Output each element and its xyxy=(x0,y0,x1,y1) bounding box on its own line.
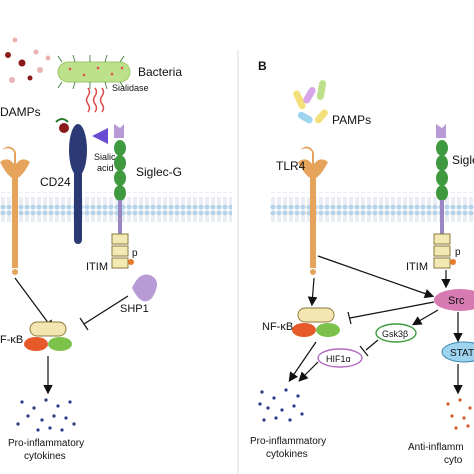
arrow-hif1a-to-cytokines xyxy=(298,361,319,382)
siglec-label-b: Sigle xyxy=(452,153,474,167)
sialic-acid-icon xyxy=(92,128,108,144)
panel-b: B PAMPs TLR4 Si xyxy=(250,59,474,466)
sialidase-waves xyxy=(85,87,105,113)
gsk3b-protein xyxy=(375,323,417,343)
phospho-label-a: p xyxy=(132,248,138,259)
pro-inflammatory-cytokines-b xyxy=(258,388,304,422)
receptor-a xyxy=(0,146,30,275)
pro-inflammatory-cytokines-a xyxy=(16,398,76,432)
nfkb-complex-a xyxy=(24,321,72,351)
cd24-label: CD24 xyxy=(40,175,71,189)
nfkb-label-b: NF-κB xyxy=(262,321,293,333)
tlr4-label: TLR4 xyxy=(276,159,306,173)
arrow-tlr4-to-nfkb-b xyxy=(307,277,318,307)
damps-particles xyxy=(5,37,51,83)
pro-inflammatory-label-b-2: cytokines xyxy=(266,449,308,460)
pro-inflammatory-label-a-1: Pro-inflammatory xyxy=(8,438,84,449)
bacteria xyxy=(57,61,131,83)
siglec-g-label: Siglec-G xyxy=(136,165,182,179)
anti-inflammatory-label-2: cyto xyxy=(444,455,463,466)
pamps-particles xyxy=(293,80,328,124)
pamps-label: PAMPs xyxy=(332,113,371,127)
itim-label-b: ITIM xyxy=(406,261,428,273)
nfkb-complex-b xyxy=(292,307,340,337)
damps-label: DAMPs xyxy=(0,105,41,119)
bacteria-label: Bacteria xyxy=(138,65,182,79)
siglec-receptor-b xyxy=(433,124,456,269)
src-kinase xyxy=(434,289,474,311)
sialidase-label: Sialidase xyxy=(112,83,149,93)
pro-inflammatory-label-a-2: cytokines xyxy=(24,451,66,462)
tlr4-receptor xyxy=(298,146,328,275)
inhibit-src-nfkb xyxy=(347,301,435,325)
itim-label-a: ITIM xyxy=(86,261,108,273)
inhibit-gsk3b-hif1a xyxy=(359,339,379,357)
nfkb-label-a: F-κB xyxy=(0,334,23,346)
shp1-protein xyxy=(132,274,157,302)
inhibit-shp1-nfkb xyxy=(79,295,129,331)
cd24-molecule xyxy=(55,118,87,244)
src-label: Src xyxy=(448,295,465,307)
arrow-src-to-gsk3b xyxy=(411,309,439,326)
gsk3b-label: Gsk3β xyxy=(382,329,408,339)
shp1-label: SHP1 xyxy=(120,303,149,315)
siglec-g-receptor xyxy=(111,124,134,269)
pro-inflammatory-label-b-1: Pro-inflammatory xyxy=(250,436,326,447)
arrow-nfkb-to-cytokines-b xyxy=(288,341,317,382)
anti-inflammatory-label-1: Anti-inflamm xyxy=(408,442,464,453)
arrow-receptor-to-nfkb-a xyxy=(14,277,54,330)
arrow-tlr4-to-src xyxy=(317,255,435,299)
hif1a-protein xyxy=(317,348,363,368)
stat-protein xyxy=(441,341,474,363)
stat-label: STAT xyxy=(450,348,474,359)
panel-a: DAMPs Bacteria Sialidase xyxy=(0,37,232,462)
sialic-acid-label-2: acid xyxy=(97,163,114,173)
panel-b-label: B xyxy=(258,59,267,73)
sialic-acid-label-1: Sialic xyxy=(94,152,116,162)
phospho-label-b: p xyxy=(455,247,461,258)
anti-inflammatory-cytokines xyxy=(446,398,472,430)
hif1a-label: HIF1α xyxy=(326,354,351,364)
